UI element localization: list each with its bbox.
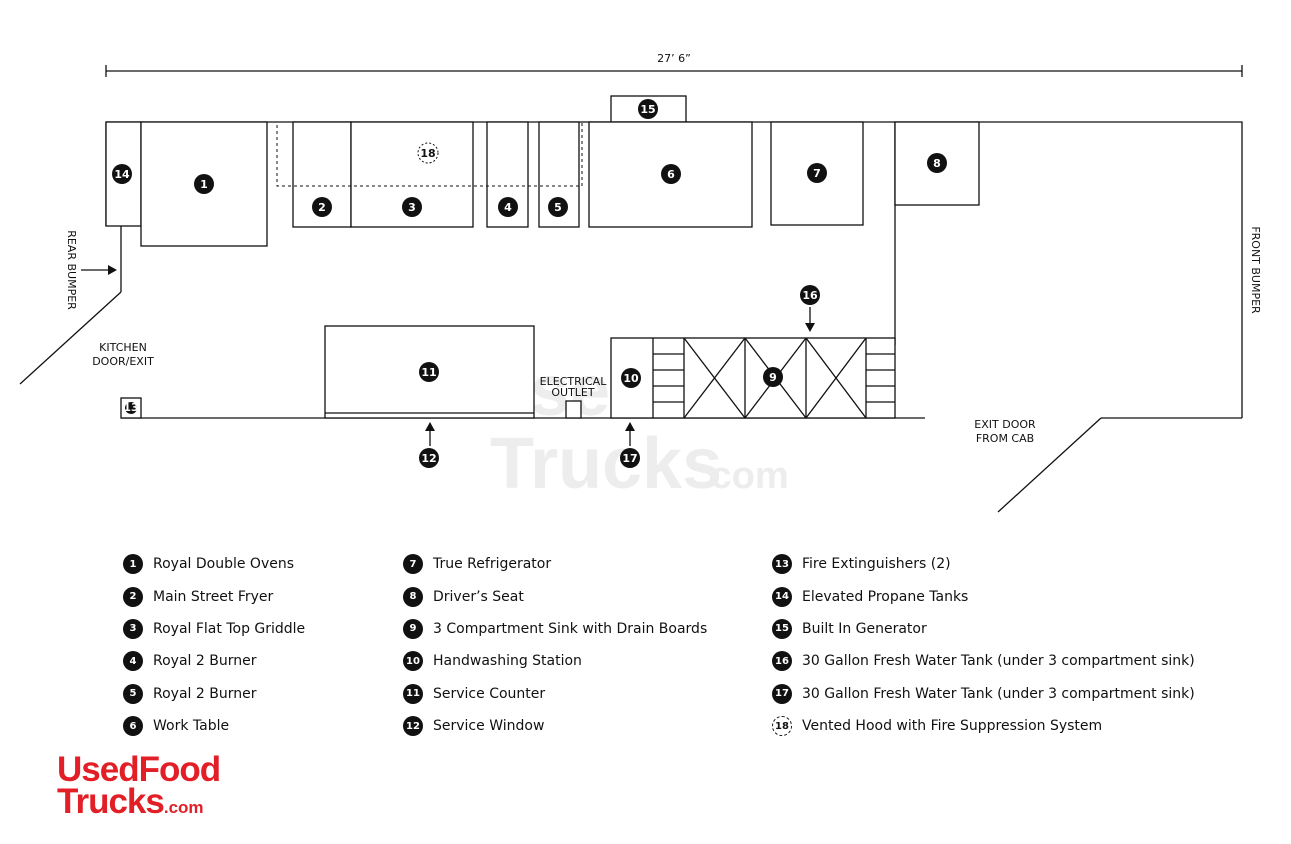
svg-text:12: 12 xyxy=(421,452,436,465)
badge-2: 2 xyxy=(312,197,332,217)
truck-outline xyxy=(19,121,1243,513)
electrical-outlet-label-2: OUTLET xyxy=(551,386,595,399)
svg-text:1: 1 xyxy=(200,178,208,191)
svg-text:18: 18 xyxy=(420,147,435,160)
svg-text:15: 15 xyxy=(640,103,655,116)
svg-text:4: 4 xyxy=(504,201,512,214)
svg-text:2: 2 xyxy=(318,201,326,214)
front-bumper-label: FRONT BUMPER xyxy=(1249,226,1262,314)
arrows xyxy=(81,265,815,446)
badge-1: 1 xyxy=(194,174,214,194)
svg-text:16: 16 xyxy=(802,289,818,302)
badge-13: 13 xyxy=(123,401,139,414)
badge-14: 14 xyxy=(112,164,132,184)
badge-7: 7 xyxy=(807,163,827,183)
badge-16: 16 xyxy=(800,285,820,305)
svg-text:13: 13 xyxy=(123,401,138,414)
badge-15: 15 xyxy=(638,99,658,119)
logo-line2: Trucks.com xyxy=(57,782,204,821)
badge-8: 8 xyxy=(927,153,947,173)
badge-11: 11 xyxy=(419,362,439,382)
svg-text:6: 6 xyxy=(667,168,675,181)
svg-text:10: 10 xyxy=(623,372,639,385)
svg-text:8: 8 xyxy=(933,157,941,170)
exit-door-label-1: EXIT DOOR xyxy=(974,418,1036,431)
electrical-outlet xyxy=(565,400,582,419)
badge-3: 3 xyxy=(402,197,422,217)
sink-station xyxy=(610,337,896,419)
badge-6: 6 xyxy=(661,164,681,184)
electrical-outlet-label-1: ELECTRICAL xyxy=(540,375,608,388)
badge-4: 4 xyxy=(498,197,518,217)
svg-text:7: 7 xyxy=(813,167,821,180)
badge-12: 12 xyxy=(419,448,439,468)
usedfoodtrucks-logo: UsedFood Trucks.com xyxy=(57,750,221,821)
badge-5: 5 xyxy=(548,197,568,217)
badge-10: 10 xyxy=(621,368,641,388)
svg-text:17: 17 xyxy=(622,452,637,465)
svg-text:14: 14 xyxy=(114,168,130,181)
floor-plan: UsedFood Trucks .com 27’ 6” xyxy=(19,52,1262,513)
svg-text:5: 5 xyxy=(554,201,562,214)
dimension-label: 27’ 6” xyxy=(657,52,691,65)
exit-door-label-2: FROM CAB xyxy=(976,432,1034,445)
watermark-suffix: .com xyxy=(700,455,789,497)
svg-text:3: 3 xyxy=(408,201,416,214)
watermark-line2: Trucks xyxy=(490,424,722,504)
svg-text:11: 11 xyxy=(421,366,436,379)
badge-9: 9 xyxy=(763,367,783,387)
logo-line1: UsedFood xyxy=(57,750,221,789)
rear-bumper-label: REAR BUMPER xyxy=(65,230,78,310)
kitchen-door-label-1: KITCHEN xyxy=(99,341,147,354)
svg-text:9: 9 xyxy=(769,371,777,384)
badge-17: 17 xyxy=(620,448,640,468)
dimension-line xyxy=(105,65,1243,77)
kitchen-door-label-2: DOOR/EXIT xyxy=(92,355,154,368)
badge-18: 18 xyxy=(417,142,439,164)
